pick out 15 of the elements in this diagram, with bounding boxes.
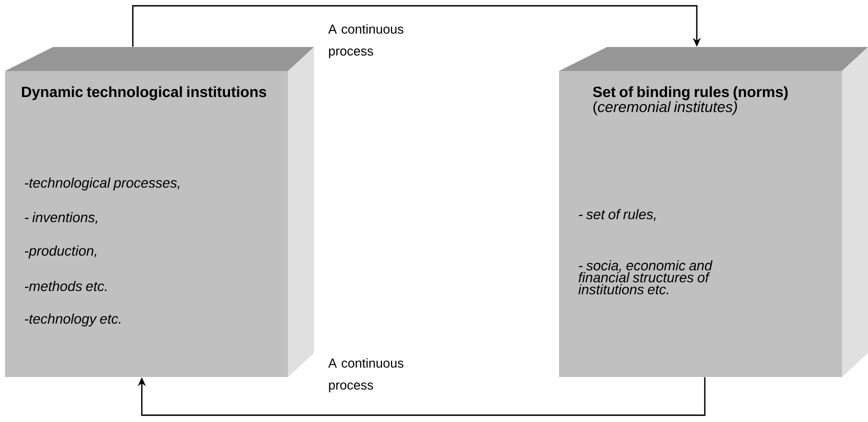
edge-label: A continuous process: [328, 24, 404, 58]
edge-label: A continuous process: [328, 358, 404, 392]
arrow: [132, 5, 701, 47]
list-item: - set of rules,: [578, 209, 656, 221]
list-item: -technological processes,: [24, 178, 180, 190]
heading: Dynamic technological institutions: [22, 86, 266, 100]
cube-box: [559, 47, 868, 377]
list-item: - socia, economic and financial structures of institutions etc.: [578, 260, 713, 294]
list-item: -technology etc.: [24, 314, 120, 326]
list-item: -methods etc.: [24, 280, 106, 292]
list-item: -production,: [24, 246, 96, 258]
cube-box: [5, 47, 314, 377]
arrow: [138, 377, 706, 416]
list-item: - inventions,: [24, 212, 98, 224]
heading: Set of binding rules (norms) (ceremonial institutes): [592, 86, 788, 116]
